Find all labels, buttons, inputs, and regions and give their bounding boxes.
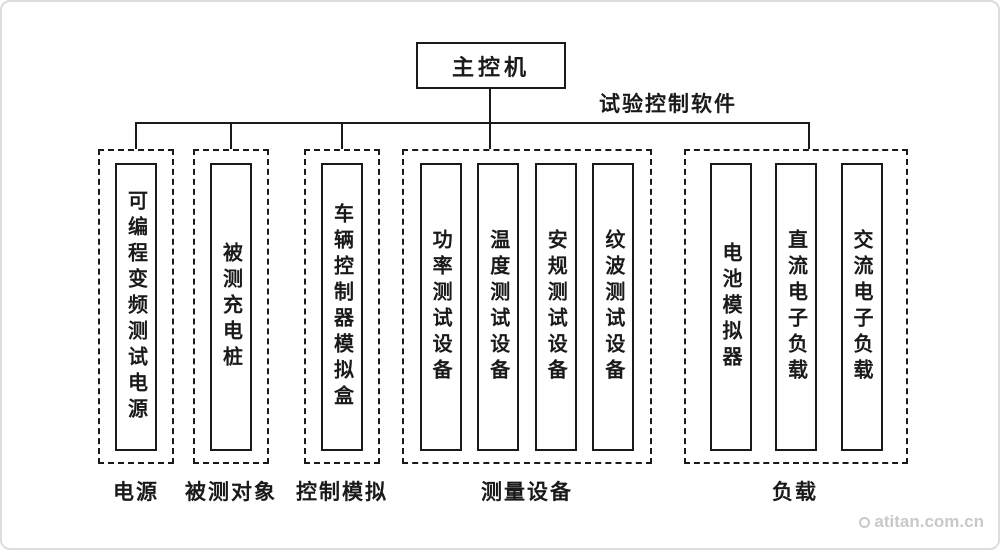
node-label: 电池模拟器 <box>719 241 741 372</box>
connector-drop-device-under-test <box>230 122 232 150</box>
connector-drop-power-supply <box>135 122 137 150</box>
caption-loads: 负载 <box>772 480 818 504</box>
connector-drop-measurement <box>489 122 491 150</box>
caption-measurement: 测量设备 <box>481 480 573 504</box>
node-label: 安规测试设备 <box>544 228 567 385</box>
node-vehicle-controller-sim-box: 车辆控制器模拟盒 <box>321 162 363 451</box>
root-node-label: 主控机 <box>451 54 530 80</box>
node-label: 被测充电桩 <box>219 241 242 372</box>
caption-power-supply: 电源 <box>113 480 159 504</box>
bus-label-test-control-software: 试验控制软件 <box>599 92 737 116</box>
root-node-main-controller: 主控机 <box>416 42 566 89</box>
group-device-under-test: 被测充电桩 <box>193 149 269 464</box>
group-power-supply: 可编程变频测试电源 <box>98 149 174 464</box>
node-battery-simulator: 电池模拟器 <box>709 162 752 451</box>
watermark: atitan.com.cn <box>859 512 984 532</box>
connector-bus-horizontal <box>135 122 810 124</box>
node-dc-electronic-load: 直流电子负载 <box>775 162 817 451</box>
node-ripple-test-equipment: 纹波测试设备 <box>592 162 635 451</box>
node-safety-test-equipment: 安规测试设备 <box>534 162 577 451</box>
node-label: 功率测试设备 <box>429 228 452 385</box>
node-label: 交流电子负载 <box>850 228 872 385</box>
node-label: 直流电子负载 <box>784 228 807 385</box>
connector-root-to-bus <box>489 88 491 124</box>
node-power-test-equipment: 功率测试设备 <box>419 162 462 451</box>
caption-device-under-test: 被测对象 <box>185 480 277 504</box>
group-loads: 电池模拟器 直流电子负载 交流电子负载 <box>684 149 908 464</box>
node-temperature-test-equipment: 温度测试设备 <box>477 162 520 451</box>
connector-drop-load <box>808 122 810 150</box>
group-control-simulation: 车辆控制器模拟盒 <box>304 149 380 464</box>
node-charging-pile-under-test: 被测充电桩 <box>210 162 252 451</box>
group-measurement-equipment: 功率测试设备 温度测试设备 安规测试设备 纹波测试设备 <box>402 149 652 464</box>
connector-drop-control-simulation <box>341 122 343 150</box>
node-label: 纹波测试设备 <box>601 228 624 385</box>
node-label: 可编程变频测试电源 <box>124 189 147 424</box>
node-label: 车辆控制器模拟盒 <box>330 202 353 411</box>
watermark-text: atitan.com.cn <box>874 512 984 531</box>
caption-control-simulation: 控制模拟 <box>296 480 388 504</box>
node-ac-electronic-load: 交流电子负载 <box>840 162 883 451</box>
node-label: 温度测试设备 <box>486 228 509 385</box>
node-programmable-vf-test-power: 可编程变频测试电源 <box>115 162 157 451</box>
watermark-dot-icon <box>859 516 871 528</box>
